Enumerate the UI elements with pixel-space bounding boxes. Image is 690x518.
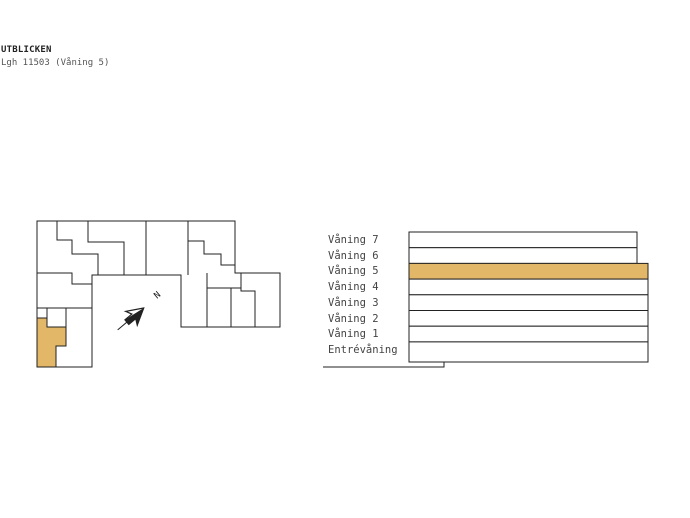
- floor-bar-6[interactable]: [408, 310, 649, 327]
- plan-wall: [240, 273, 256, 327]
- floor-bar-8[interactable]: [408, 341, 649, 363]
- floor-stack: [408, 231, 649, 363]
- floor-bar-7[interactable]: [408, 325, 649, 343]
- floor-bar-3[interactable]: [408, 262, 649, 280]
- ground-line: [323, 361, 648, 368]
- plan-wall: [188, 240, 235, 266]
- plan-wall: [87, 221, 125, 275]
- floor-label[interactable]: Våning 4: [328, 281, 379, 294]
- plan-outline: [36, 220, 281, 368]
- plan-wall: [56, 221, 99, 275]
- project-title: UTBLICKEN: [1, 45, 52, 55]
- floor-label[interactable]: Entrévåning: [328, 343, 398, 356]
- apartment-subtitle: Lgh 11503 (Våning 5): [1, 58, 110, 68]
- floor-bar-5[interactable]: [408, 294, 649, 311]
- highlighted-apartment: [36, 317, 67, 368]
- floor-bar-1[interactable]: [408, 231, 638, 249]
- floor-plan-key: N: [36, 220, 281, 368]
- compass-north-label: N: [153, 290, 164, 301]
- floor-bar-4[interactable]: [408, 278, 649, 296]
- floor-label[interactable]: Våning 3: [328, 296, 379, 309]
- floor-bar-2[interactable]: [408, 247, 638, 264]
- floor-label[interactable]: Våning 7: [328, 234, 379, 246]
- floor-label[interactable]: Våning 5: [328, 265, 379, 278]
- floor-label[interactable]: Våning 1: [328, 328, 379, 341]
- compass-icon: [117, 307, 145, 331]
- floor-label[interactable]: Våning 2: [328, 312, 379, 325]
- plan-wall: [37, 272, 92, 285]
- floor-label[interactable]: Våning 6: [328, 249, 379, 262]
- header: UTBLICKEN Lgh 11503 (Våning 5): [1, 44, 109, 69]
- building-section: [323, 231, 649, 368]
